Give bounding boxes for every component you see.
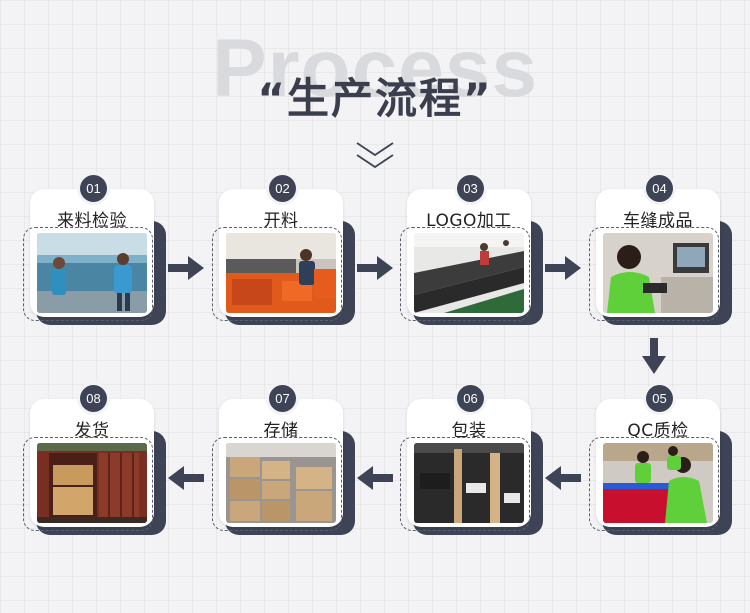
- step-label: 包装: [451, 421, 487, 441]
- dashed-outline: [400, 437, 530, 531]
- step-card: 存储: [219, 399, 343, 527]
- process-step-08: 发货 08: [23, 385, 166, 535]
- quality-check-photo: [603, 443, 713, 523]
- step-card: QC质检: [596, 399, 720, 527]
- step-card: LOGO加工: [407, 189, 531, 317]
- warehouse-cartons-photo: [226, 443, 336, 523]
- step-card: 车缝成品: [596, 189, 720, 317]
- sewing-workers-photo: [603, 233, 713, 313]
- step-number-badge: 03: [457, 175, 484, 202]
- dashed-outline: [23, 227, 153, 321]
- process-step-05: QC质检 05: [589, 385, 732, 535]
- arrow-left-icon: [168, 466, 204, 490]
- step-label: LOGO加工: [426, 211, 512, 231]
- process-step-03: LOGO加工 03: [400, 175, 543, 325]
- process-step-02: 开料 02: [212, 175, 355, 325]
- step-number-badge: 05: [646, 385, 673, 412]
- step-number-badge: 02: [269, 175, 296, 202]
- fabric-cutting-photo: [226, 233, 336, 313]
- fabric-inspection-photo: [37, 233, 147, 313]
- step-number-badge: 08: [80, 385, 107, 412]
- step-number-badge: 06: [457, 385, 484, 412]
- double-chevron-down-icon: [356, 142, 394, 169]
- step-card: 开料: [219, 189, 343, 317]
- step-label: 存储: [263, 421, 299, 441]
- dashed-outline: [589, 227, 719, 321]
- packaging-boxes-photo: [414, 443, 524, 523]
- step-number-badge: 04: [646, 175, 673, 202]
- background-word-process: Process: [211, 23, 539, 114]
- process-step-04: 车缝成品 04: [589, 175, 732, 325]
- arrow-right-icon: [545, 256, 581, 280]
- process-step-07: 存储 07: [212, 385, 355, 535]
- page-title: “生产流程”: [257, 74, 493, 123]
- arrow-left-icon: [545, 466, 581, 490]
- step-card: 发货: [30, 399, 154, 527]
- step-label: QC质检: [627, 421, 689, 441]
- process-step-06: 包装 06: [400, 385, 543, 535]
- step-number-badge: 01: [80, 175, 107, 202]
- step-label: 开料: [263, 211, 299, 231]
- step-label: 车缝成品: [623, 211, 693, 231]
- dashed-outline: [23, 437, 153, 531]
- step-card: 包装: [407, 399, 531, 527]
- process-step-01: 来料检验 01: [23, 175, 166, 325]
- step-number-badge: 07: [269, 385, 296, 412]
- dashed-outline: [212, 227, 342, 321]
- dashed-outline: [400, 227, 530, 321]
- shipping-container-photo: [37, 443, 147, 523]
- step-label: 发货: [74, 421, 110, 441]
- step-card: 来料检验: [30, 189, 154, 317]
- arrow-right-icon: [168, 256, 204, 280]
- step-label: 来料检验: [57, 211, 127, 231]
- logo-printing-line-photo: [414, 233, 524, 313]
- arrow-down-icon: [642, 338, 666, 374]
- arrow-left-icon: [357, 466, 393, 490]
- arrow-right-icon: [357, 256, 393, 280]
- dashed-outline: [589, 437, 719, 531]
- dashed-outline: [212, 437, 342, 531]
